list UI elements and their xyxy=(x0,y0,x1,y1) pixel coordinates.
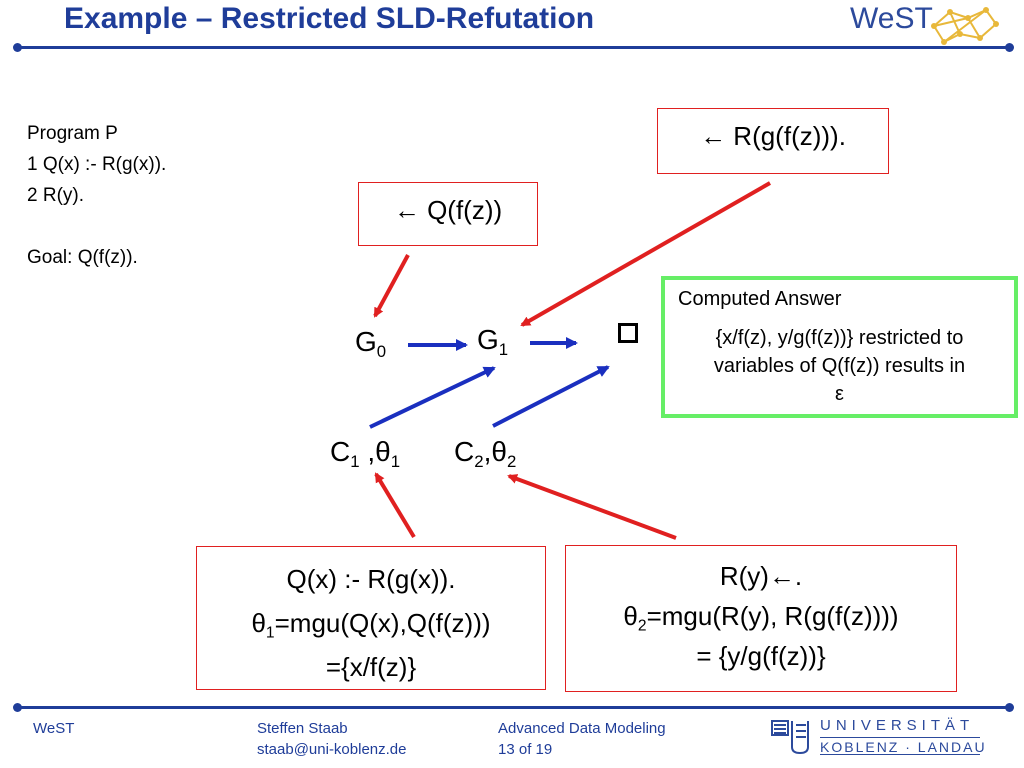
footer-course: Advanced Data Modeling xyxy=(498,720,666,737)
west-logo-text: WeST xyxy=(850,2,933,35)
node-g1: G1 xyxy=(477,324,509,359)
goal-q-box: ← Q(f(z)) xyxy=(358,182,538,246)
footer-author-block: Steffen Staab staab@uni-koblenz.de xyxy=(257,718,407,760)
header-rule xyxy=(20,46,1008,49)
arrow-c1-to-g1 xyxy=(369,366,496,429)
computed-answer-title: Computed Answer xyxy=(678,288,842,310)
program-clause-2: 2 R(y). xyxy=(27,185,84,206)
clause-1-mgu: θ1=mgu(Q(x),Q(f(z))) xyxy=(251,608,491,642)
header-rule-left-dot xyxy=(13,43,22,52)
clause-2-box: R(y)←. θ2=mgu(R(y), R(g(f(z)))) = {y/g(f… xyxy=(565,545,957,692)
clause-1-rule: Q(x) :- R(g(x)). xyxy=(286,564,456,594)
arrow-goal-to-g0 xyxy=(373,254,410,318)
goal-q-text: ← Q(f(z)) xyxy=(393,195,503,225)
goal-r-text: ← R(g(f(z))). xyxy=(700,121,846,151)
goal-r-box: ← R(g(f(z))). xyxy=(657,108,889,174)
clause-1-substitution: ={x/f(z)} xyxy=(325,652,417,682)
footer-course-block: Advanced Data Modeling 13 of 19 xyxy=(498,718,666,760)
footer-rule-right-dot xyxy=(1005,703,1014,712)
header-rule-right-dot xyxy=(1005,43,1014,52)
arrow-goal-r-to-g1 xyxy=(520,181,771,327)
node-c2-theta2: C2,θ2 xyxy=(454,436,517,471)
footer-rule xyxy=(20,706,1008,709)
footer-email[interactable]: staab@uni-koblenz.de xyxy=(257,741,407,758)
slide-title: Example – Restricted SLD-Refutation xyxy=(64,2,595,35)
clause-2-substitution: = {y/g(f(z))} xyxy=(696,641,826,671)
university-name-line-2-wrap: KOBLENZ · LANDAU xyxy=(820,737,987,755)
arrow-clause1-to-c1 xyxy=(374,472,416,539)
university-name-line-2: KOBLENZ · LANDAU xyxy=(820,739,987,755)
arrow-clause2-to-c2 xyxy=(507,474,677,540)
program-goal: Goal: Q(f(z)). xyxy=(27,247,138,268)
footer-org: WeST xyxy=(33,720,75,737)
node-c1-theta1: C1 ,θ1 xyxy=(330,436,401,471)
university-name-underline xyxy=(820,754,980,755)
clause-2-mgu: θ2=mgu(R(y), R(g(f(z)))) xyxy=(623,601,899,635)
computed-answer-line-1: {x/f(z), y/g(f(z))} restricted to xyxy=(715,327,964,349)
clause-1-box: Q(x) :- R(g(x)). θ1=mgu(Q(x),Q(f(z))) ={… xyxy=(196,546,546,690)
footer-author: Steffen Staab xyxy=(257,720,348,737)
university-name-line-1: UNIVERSITÄT xyxy=(820,717,975,734)
empty-clause-icon xyxy=(618,323,638,343)
west-network-logo-icon xyxy=(931,7,999,45)
arrow-c2-to-empty xyxy=(492,365,610,428)
program-listing: Program P 1 Q(x) :- R(g(x)). 2 R(y). Goa… xyxy=(27,118,166,273)
university-seal-icon xyxy=(771,720,809,755)
program-clause-1: 1 Q(x) :- R(g(x)). xyxy=(27,154,167,175)
node-g0: G0 xyxy=(355,326,387,361)
program-title: Program P xyxy=(27,123,118,144)
clause-2-fact: R(y)←. xyxy=(719,561,803,591)
computed-answer-epsilon: ε xyxy=(835,383,844,405)
footer-page-number: 13 of 19 xyxy=(498,741,553,758)
computed-answer-box: Computed Answer {x/f(z), y/g(f(z))} rest… xyxy=(661,276,1018,418)
computed-answer-line-2: variables of Q(f(z)) results in xyxy=(713,355,966,377)
footer-rule-left-dot xyxy=(13,703,22,712)
